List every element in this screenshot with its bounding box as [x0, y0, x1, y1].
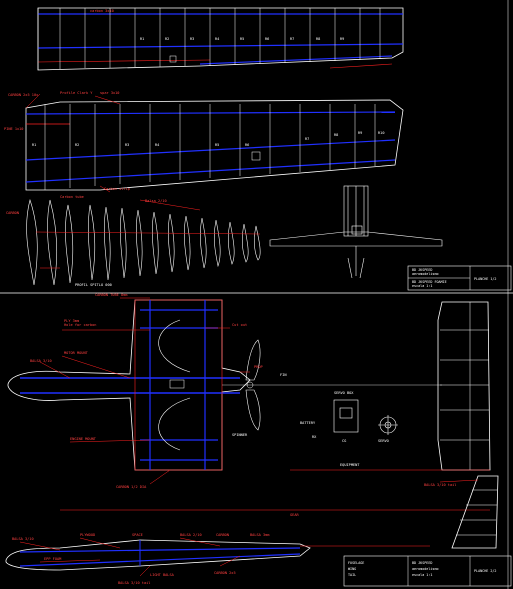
title-block-2-plan: PLANCHE 2/2	[474, 569, 496, 573]
fus-label-8: BALSA 3/10 tail	[118, 581, 150, 585]
label-rib-balsa: Balsa 2/10	[145, 199, 167, 203]
label-prop: PROP	[254, 365, 263, 369]
label-cutout: Cut out	[232, 323, 247, 327]
label-ply: PLY 3mm	[64, 319, 79, 323]
wing-panel-top: carbon 3x10	[37, 7, 404, 71]
label-pine: PINE 1x10	[4, 127, 23, 131]
rib-label-top-3: R6	[265, 37, 269, 41]
fin: BALSA 3/10 tail	[424, 475, 499, 549]
label-motor-mount: MOTOR MOUNT	[64, 351, 89, 355]
label-spar: spar 3x10	[100, 91, 119, 95]
rib-label-top-7: R2	[165, 37, 169, 41]
title-block-2: FUSELAGE WING TAIL BD JKSPEED aeromodeli…	[343, 555, 512, 587]
label-servo-box: SERVO BOX	[334, 391, 354, 395]
label-profile: Profile Clark Y	[60, 91, 93, 95]
fus-label-4: CARBON	[216, 533, 229, 537]
title-block-1-plan: PLANCHE 1/2	[474, 277, 496, 281]
rib-label-bot-4: R5	[215, 143, 219, 147]
tb2-col1-0: FUSELAGE	[348, 561, 364, 565]
label-balsa: BALSA 3/10	[30, 359, 52, 363]
fus-label-9: LIGHT BALSA	[150, 573, 175, 577]
rib-label-top-8: R1	[140, 37, 144, 41]
rib-label-bot-0: R1	[32, 143, 36, 147]
rib-label-bot-5: R6	[245, 143, 249, 147]
label-engine: ENGINE MOUNT	[70, 437, 97, 441]
fus-label-3: BALSA 2/10	[180, 533, 202, 537]
label-cg: CG	[342, 439, 346, 443]
rib-label-bot-2: R3	[125, 143, 129, 147]
label-tail: BALSA 3/10 tail	[424, 483, 456, 487]
front-view	[269, 185, 443, 279]
rib-label-bot-1: R2	[75, 143, 79, 147]
tb2-col2-2: escala 1:1	[412, 573, 432, 577]
label-gear: GEAR	[290, 513, 299, 517]
wing-bottom-rib-labels: R1 R2 R3 R4 R5 R6 R7 R8 R9 R10	[32, 131, 385, 147]
sheet-2: CARBON TUBE 8mm PLY 3mm Hole for carbon …	[5, 293, 512, 587]
label-hole: Hole for carbon	[64, 323, 96, 327]
label-carbon-strip: Carbon strip	[104, 187, 130, 191]
rib-label-top-4: R5	[240, 37, 244, 41]
fus-label-6: EPP FOAM	[44, 557, 62, 561]
rib-label-bot-6: R7	[305, 137, 309, 141]
title-block-1-title: BD JKSPEED	[412, 268, 432, 272]
rib-label-top-5: R4	[215, 37, 219, 41]
title-block-1-subtitle: aeromodelismo	[412, 272, 439, 276]
fus-label-5: BALSA 3mm	[250, 533, 269, 537]
fus-label-2: SPACE	[132, 533, 143, 537]
horizontal-stabilizer: EQUIPMENT	[222, 301, 491, 471]
label-top-carbon: carbon 3x10	[90, 9, 114, 13]
rib-label-bot-8: R9	[358, 131, 362, 135]
label-rib-carbon: CARBON	[6, 211, 19, 215]
tb2-col1-1: WING	[348, 567, 356, 571]
label-rib-tube: Carbon tube	[60, 195, 84, 199]
tb2-col2-1: aeromodelismo	[412, 567, 439, 571]
tb2-col2-0: BD JKSPEED	[412, 561, 432, 565]
wing-panel-bottom: CARBON 2x5 10x Profile Clark Y spar 3x10…	[4, 91, 404, 193]
rib-templates: CARBON Carbon tube Balsa 2/10 PROFIL SPI…	[6, 195, 261, 287]
rib-label-top-6: R3	[190, 37, 194, 41]
title-block-1-line3: escala 1:1	[412, 284, 432, 288]
label-carbon: CARBON 2x5 10x	[8, 93, 39, 97]
sheet-1: carbon 3x10	[4, 7, 512, 291]
label-carbon-bottom: CARBON 1/2 DIA	[116, 485, 147, 489]
wing-top-rib-labels: R9 R8 R7 R6 R5 R4 R3 R2 R1	[140, 37, 344, 41]
fuselage-top-view: CARBON TUBE 8mm PLY 3mm Hole for carbon …	[7, 293, 490, 517]
fus-label-7: CARBON 2x5	[214, 571, 236, 575]
label-spinner: SPINNER	[232, 433, 248, 437]
rib-label-top-0: R9	[340, 37, 344, 41]
rib-label-bot-9: R10	[378, 131, 385, 135]
label-rx: RX	[312, 435, 317, 439]
fus-label-1: PLYWOOD	[80, 533, 95, 537]
label-bat: BATTERY	[300, 421, 316, 425]
label-equip: EQUIPMENT	[340, 463, 360, 467]
title-block-1-line2: BD JKSPEED FOAMIE	[412, 280, 447, 284]
label-servo: SERVO	[378, 439, 389, 443]
rib-label-bot-7: R8	[334, 133, 338, 137]
rib-label-top-2: R7	[290, 37, 294, 41]
rib-label-bot-3: R4	[155, 143, 159, 147]
rib-label-top-1: R8	[316, 37, 320, 41]
tb2-col1-2: TAIL	[348, 573, 356, 577]
label-fin: FIN	[280, 373, 287, 377]
fuselage-side-view: BALSA 3/10 PLYWOOD SPACE BALSA 2/10 CARB…	[5, 533, 430, 585]
rib-caption: PROFIL SPITLO 000	[75, 283, 112, 287]
title-block-1: BD JKSPEED aeromodelismo BD JKSPEED FOAM…	[407, 265, 512, 291]
fus-label-0: BALSA 3/10	[12, 537, 34, 541]
servo-boxes: SERVO BOX CG SERVO RX	[312, 391, 398, 443]
label-carbon-tube: CARBON TUBE 8mm	[95, 293, 127, 297]
